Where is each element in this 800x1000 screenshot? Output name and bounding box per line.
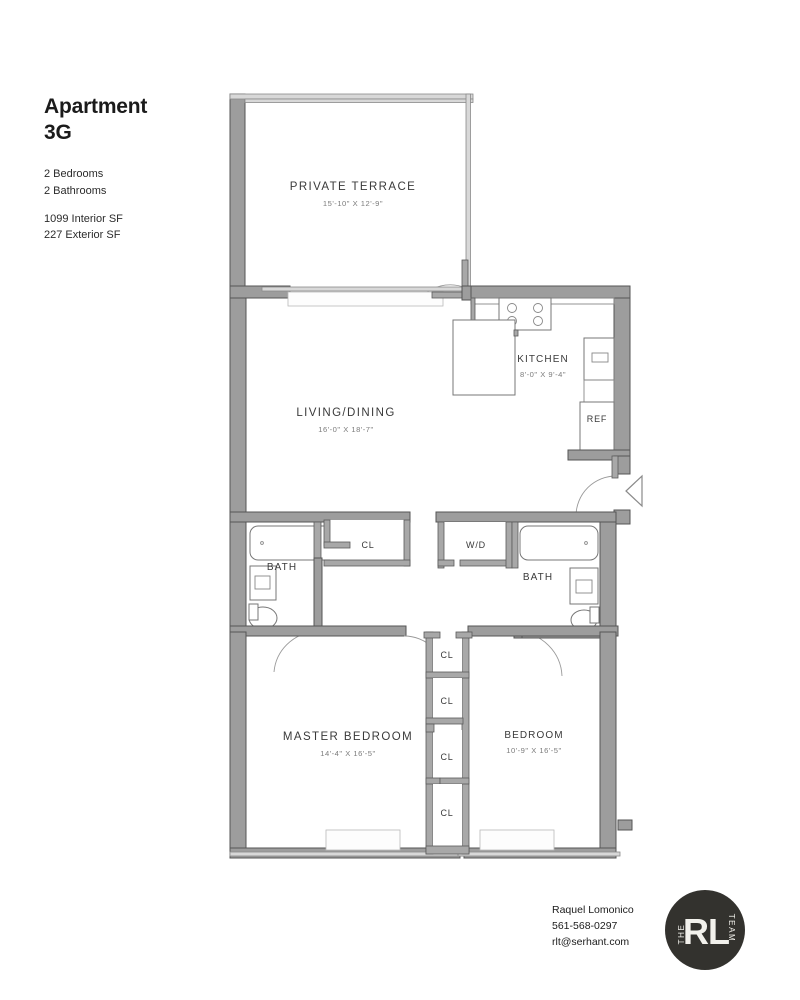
room-bath-right <box>435 511 617 677</box>
kitchen-label: KITCHEN <box>517 354 569 365</box>
logo-circle <box>665 890 745 970</box>
logo-top-text: THE <box>677 924 686 945</box>
room-private-terrace <box>229 93 474 303</box>
logo-bottom-text: TEAM <box>727 914 736 943</box>
rl-team-logo: THE RL TEAM <box>665 890 745 970</box>
closet-label-3: CL <box>440 752 453 762</box>
room-master-bedroom <box>229 631 465 859</box>
closet-column <box>423 631 473 855</box>
spec-bedrooms: 2 Bedrooms <box>44 168 104 181</box>
floor-plan-drawing: .wall{fill:#9d9d9d;stroke:#555;stroke-wi… <box>218 80 658 870</box>
page-title: Apartment 3G <box>44 94 234 145</box>
kitchen-dimensions: 8'-0" X 9'-4" <box>520 370 566 379</box>
closet-label-0: CL <box>361 540 374 550</box>
spec-exterior-sf: 227 Exterior SF <box>44 229 121 242</box>
room-bedroom <box>457 631 633 859</box>
master-bedroom-label: MASTER BEDROOM <box>283 731 413 743</box>
bath-left-label: BATH <box>267 562 297 573</box>
room-kitchen <box>452 285 631 461</box>
bath-right-label: BATH <box>523 572 553 583</box>
master-bedroom-dimensions: 14'-4" X 16'-5" <box>320 749 375 758</box>
bedroom-label: BEDROOM <box>504 730 563 741</box>
logo-main-text: RL <box>683 911 729 952</box>
living-dining-dimensions: 16'-0" X 18'-7" <box>318 425 373 434</box>
agent-email[interactable]: rlt@serhant.com <box>552 935 630 948</box>
agent-contact-block: Raquel Lomonico 561-568-0297 rlt@serhant… <box>552 903 634 951</box>
living-dining-label: LIVING/DINING <box>296 407 395 419</box>
closet-left-of-corridor <box>323 519 411 567</box>
apartment-title-line1: Apartment <box>44 95 148 118</box>
footer-contact: Raquel Lomonico 561-568-0297 rlt@serhant… <box>552 903 634 951</box>
terrace-dimensions: 15'-10" X 12'-9" <box>323 199 383 208</box>
apartment-title-line2: 3G <box>44 120 72 144</box>
spec-bathrooms: 2 Bathrooms <box>44 184 107 197</box>
spec-spacer <box>44 200 234 211</box>
header-block: Apartment 3G 2 Bedrooms 2 Bathrooms 1099… <box>44 94 234 244</box>
entry-direction-arrow <box>625 474 643 508</box>
spec-interior-sf: 1099 Interior SF <box>44 212 123 225</box>
closet-label-4: CL <box>440 808 453 818</box>
washer-dryer-label: W/D <box>466 540 486 550</box>
closet-label-1: CL <box>440 650 453 660</box>
closet-label-2: CL <box>440 696 453 706</box>
terrace-label: PRIVATE TERRACE <box>290 181 416 193</box>
agent-phone[interactable]: 561-568-0297 <box>552 919 618 932</box>
apartment-specs: 2 Bedrooms 2 Bathrooms 1099 Interior SF … <box>44 166 234 244</box>
bedroom-dimensions: 10'-9" X 16'-5" <box>506 746 561 755</box>
refrigerator-label: REF <box>587 414 607 424</box>
room-living-dining <box>229 285 472 522</box>
agent-name: Raquel Lomonico <box>552 904 634 916</box>
